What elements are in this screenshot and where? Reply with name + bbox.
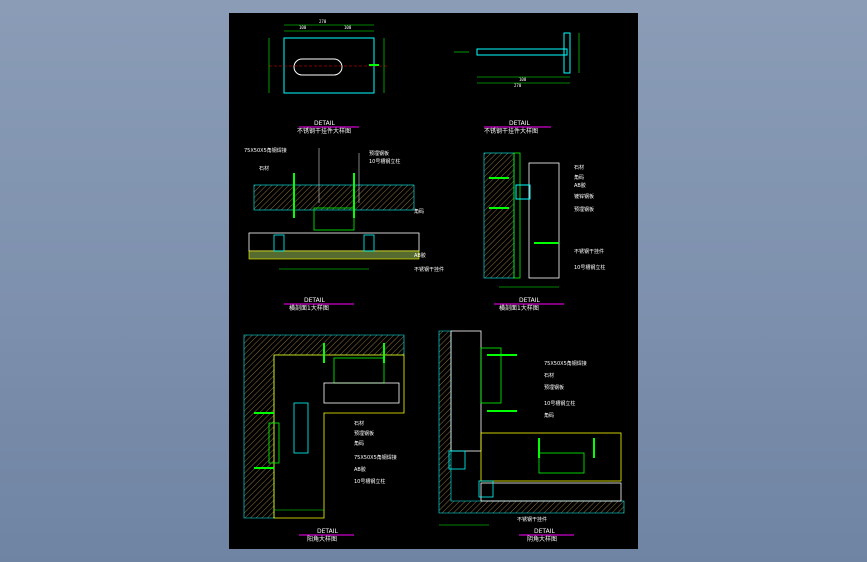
- label: 角码: [544, 412, 554, 419]
- detail-heading: DETAIL: [509, 120, 530, 127]
- label: 角码: [574, 174, 584, 181]
- label: 角码: [354, 440, 364, 447]
- detail-caption: 横剖面1大样图: [499, 304, 539, 312]
- detail-4-vertical-section: 石材 角码 AB胶 镀锌钢板 预埋钢板 不锈钢干挂件 10号槽钢立柱 DETAI…: [483, 152, 605, 312]
- label: 预埋钢板: [574, 206, 594, 213]
- detail-heading: DETAIL: [304, 297, 325, 304]
- label: 10号槽钢立柱: [574, 264, 605, 271]
- label: 不锈钢干挂件: [414, 266, 444, 273]
- label: 75X50X5角钢焊接: [244, 147, 287, 154]
- label: AB胶: [574, 182, 586, 189]
- detail-caption: 阴角大样图: [527, 535, 557, 543]
- detail-caption: 横剖面1大样图: [289, 304, 329, 312]
- label: 石材: [574, 164, 584, 171]
- detail-5-outside-corner: 石材 预埋钢板 角码 75X50X5角钢焊接 AB胶 10号槽钢立柱 DETAI…: [243, 334, 405, 543]
- label: 10号槽钢立柱: [354, 478, 385, 485]
- label: AB胶: [414, 252, 426, 259]
- label: 10号槽钢立柱: [369, 158, 400, 165]
- svg-text:100: 100: [344, 25, 352, 30]
- detail-heading: DETAIL: [519, 297, 540, 304]
- label: 镀锌钢板: [574, 193, 594, 200]
- label: 角码: [414, 208, 424, 215]
- label: 75X50X5角钢焊接: [544, 360, 587, 367]
- detail-caption: 不锈钢干挂件大样图: [297, 127, 351, 135]
- svg-text:270: 270: [514, 83, 522, 88]
- detail-heading: DETAIL: [314, 120, 335, 127]
- detail-heading: DETAIL: [534, 528, 555, 535]
- svg-text:270: 270: [319, 19, 327, 24]
- label: 预埋钢板: [544, 384, 564, 391]
- detail-caption: 阳角大样图: [307, 535, 337, 543]
- detail-1-hanger-plate: 270 100 100 DETAIL 不锈钢干挂件大样图: [268, 19, 389, 135]
- svg-text:100: 100: [299, 25, 307, 30]
- detail-caption: 不锈钢干挂件大样图: [484, 127, 538, 135]
- label: 不锈钢干挂件: [517, 516, 547, 523]
- label: 预埋钢板: [354, 430, 374, 437]
- label: AB胶: [354, 466, 366, 473]
- detail-3-horizontal-section: 75X50X5角钢焊接 石材 预埋钢板 10号槽钢立柱 角码 不锈钢干挂件 AB…: [244, 147, 444, 312]
- detail-6-inside-corner: 75X50X5角钢焊接 石材 预埋钢板 10号槽钢立柱 角码 不锈钢干挂件 DE…: [438, 330, 625, 543]
- svg-text:100: 100: [519, 77, 527, 82]
- label: 石材: [544, 372, 554, 379]
- label: 75X50X5角钢焊接: [354, 454, 397, 461]
- label: 预埋钢板: [369, 150, 389, 157]
- label: 石材: [259, 165, 269, 172]
- label: 石材: [354, 420, 364, 427]
- label: 不锈钢干挂件: [574, 248, 604, 255]
- label: 10号槽钢立柱: [544, 400, 575, 407]
- detail-heading: DETAIL: [317, 528, 338, 535]
